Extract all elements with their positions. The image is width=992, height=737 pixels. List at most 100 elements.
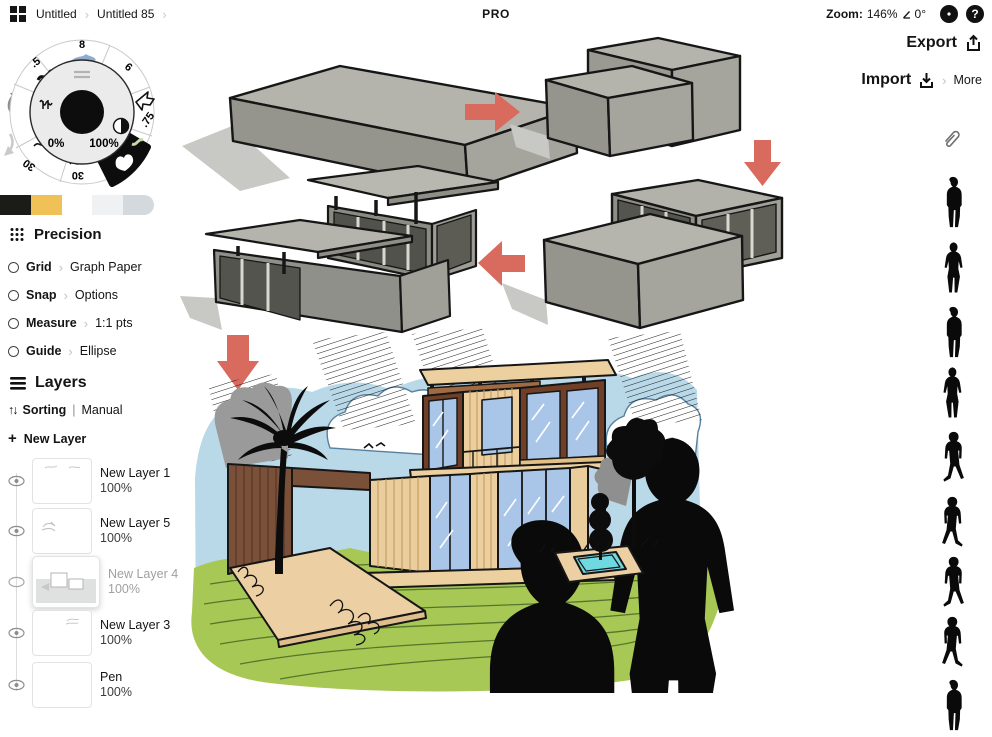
attachment-paperclip-icon[interactable]: [940, 126, 962, 155]
more-button[interactable]: More: [953, 73, 982, 87]
item-value[interactable]: Options: [74, 288, 118, 302]
layer-row[interactable]: New Layer 5 100%: [0, 508, 180, 554]
layer-thumbnail[interactable]: [32, 662, 92, 708]
import-label: Import: [861, 71, 912, 88]
layer-name: New Layer 4: [108, 567, 179, 581]
visibility-eye-icon[interactable]: [0, 475, 32, 487]
zoom-value: 146%: [866, 7, 898, 21]
marker-stroke-preview: [131, 138, 144, 146]
export-icon: [967, 34, 980, 51]
precision-item-grid[interactable]: Grid › Graph Paper: [8, 259, 142, 275]
library-item-person[interactable]: [932, 615, 974, 669]
item-name: Guide: [26, 344, 62, 358]
layer-name: Pen: [100, 670, 123, 684]
layer-row[interactable]: Pen 100%: [0, 662, 180, 708]
layer-name: New Layer 5: [100, 516, 171, 530]
contrast-icon[interactable]: [112, 117, 130, 135]
chevron-right-icon: ›: [162, 6, 167, 22]
export-button[interactable]: Export: [906, 34, 982, 52]
birds: [363, 442, 386, 449]
precision-item-measure[interactable]: Measure › 1:1 pts: [8, 315, 133, 331]
library-item-person[interactable]: [932, 240, 974, 294]
sorting-row[interactable]: ↑↓ Sorting | Manual: [8, 403, 123, 417]
precision-title: Precision: [34, 226, 102, 243]
layer-row[interactable]: New Layer 1 100%: [0, 458, 180, 504]
item-value[interactable]: Ellipse: [79, 344, 117, 358]
layers-list-icon: [10, 376, 26, 390]
library-item-person[interactable]: [932, 555, 974, 609]
brush-size-label: 8: [79, 39, 85, 51]
import-icon: [920, 73, 934, 88]
help-button[interactable]: ?: [966, 5, 984, 23]
app-grid-icon[interactable]: [10, 6, 26, 22]
item-value[interactable]: Graph Paper: [70, 260, 142, 274]
layer-row-hidden[interactable]: New Layer 4 100%: [0, 556, 180, 608]
sketch-frame-structure: [180, 164, 500, 334]
layer-thumbnail[interactable]: [32, 610, 92, 656]
visibility-eye-icon[interactable]: [0, 627, 32, 639]
select-tool-icon[interactable]: [135, 91, 155, 111]
zoom-indicator[interactable]: Zoom: 146% 0°: [826, 0, 926, 28]
layer-name: New Layer 3: [100, 618, 171, 632]
current-color-well[interactable]: [60, 90, 104, 134]
radio-icon[interactable]: [8, 317, 19, 329]
active-brush-icon: [115, 154, 134, 171]
library-item-person[interactable]: [932, 175, 974, 229]
dots-grid-icon: [10, 228, 24, 241]
swatch-black[interactable]: [0, 195, 31, 215]
layer-opacity: 100%: [108, 582, 140, 596]
brush-size-label: 30: [72, 169, 84, 181]
radio-icon[interactable]: [8, 345, 19, 357]
gear-icon: [941, 6, 957, 22]
library-item-person[interactable]: [932, 365, 974, 419]
chevron-right-icon: ›: [63, 287, 68, 303]
chevron-right-icon: ›: [942, 72, 947, 88]
drawing-canvas[interactable]: [180, 28, 820, 693]
sorting-label: Sorting: [22, 403, 67, 417]
layers-header: Layers: [10, 374, 87, 392]
item-value[interactable]: 1:1 pts: [95, 316, 133, 330]
settings-button[interactable]: [940, 5, 958, 23]
brush-size-label: 30: [21, 156, 38, 173]
swatch-amber[interactable]: [31, 195, 62, 215]
layer-thumbnail[interactable]: [32, 556, 100, 608]
layer-opacity: 100%: [100, 531, 132, 545]
redo-icon[interactable]: [4, 133, 14, 156]
layer-thumbnail[interactable]: [32, 458, 92, 504]
layer-opacity: 100%: [100, 481, 132, 495]
palm-tree-silhouette: [230, 386, 336, 574]
radio-icon[interactable]: [8, 289, 19, 301]
wheel-inner-disc[interactable]: 0% 100%: [29, 59, 135, 165]
visibility-eye-icon[interactable]: [0, 525, 32, 537]
visibility-eye-closed-icon[interactable]: [0, 576, 32, 588]
left-tool-panel: .5 8 6 .75 30 30 0%: [0, 28, 180, 708]
library-item-person[interactable]: [932, 495, 974, 549]
process-arrow-down-1: [744, 140, 781, 186]
radio-icon[interactable]: [8, 261, 19, 273]
library-item-person[interactable]: [932, 678, 974, 732]
layer-opacity: 100%: [100, 685, 132, 699]
precision-item-guide[interactable]: Guide › Ellipse: [8, 343, 117, 359]
breadcrumb-item-untitled[interactable]: Untitled: [36, 7, 77, 21]
library-item-person[interactable]: [932, 430, 974, 484]
texture-icon[interactable]: [39, 99, 53, 109]
sketch-massing-box-2: [510, 36, 742, 159]
swatch-lightgray[interactable]: [92, 195, 123, 215]
new-layer-label: New Layer: [23, 431, 87, 446]
chevron-right-icon: ›: [84, 6, 90, 22]
breadcrumb-item-untitled-85[interactable]: Untitled 85: [97, 7, 155, 21]
library-item-person[interactable]: [932, 305, 974, 359]
breadcrumb: Untitled › Untitled 85 ›: [36, 0, 167, 28]
import-button[interactable]: Import › More: [861, 71, 982, 89]
chevron-right-icon: ›: [58, 259, 64, 275]
precision-item-snap[interactable]: Snap › Options: [8, 287, 118, 303]
layer-row[interactable]: New Layer 3 100%: [0, 610, 180, 656]
layer-thumbnail[interactable]: [32, 508, 92, 554]
rotation-value: 0°: [914, 7, 926, 21]
new-layer-button[interactable]: + New Layer: [8, 430, 86, 447]
tool-wheel[interactable]: .5 8 6 .75 30 30 0%: [0, 32, 164, 192]
sorting-mode[interactable]: Manual: [81, 403, 123, 417]
wheel-handle-icon[interactable]: [74, 70, 90, 79]
swatch-bluegray[interactable]: [123, 195, 154, 215]
visibility-eye-icon[interactable]: [0, 679, 32, 691]
